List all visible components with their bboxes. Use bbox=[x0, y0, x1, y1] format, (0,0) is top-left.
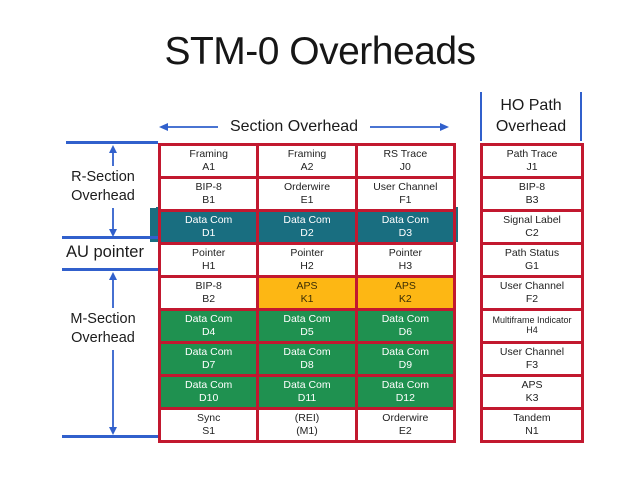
au-pointer-top-line bbox=[62, 236, 158, 239]
m-section-double-arrow-icon bbox=[109, 272, 117, 435]
au-pointer-label: AU pointer bbox=[66, 243, 144, 262]
au-pointer-bottom-line bbox=[62, 268, 158, 271]
m-section-bottom-line bbox=[62, 435, 158, 438]
cell-M1: (REI)(M1) bbox=[259, 410, 355, 440]
r-section-overhead-label: R-Section Overhead bbox=[50, 166, 156, 209]
ho-path-overhead-header: HO Path Overhead bbox=[480, 92, 582, 141]
ho-path-label-line1: HO Path bbox=[500, 97, 562, 115]
r-section-top-line bbox=[66, 141, 158, 144]
ho-path-label-line2: Overhead bbox=[495, 117, 567, 135]
page-title: STM-0 Overheads bbox=[164, 30, 476, 73]
section-overhead-header: Section Overhead bbox=[158, 114, 450, 140]
arrow-right-icon bbox=[370, 123, 449, 131]
arrow-left-icon bbox=[159, 123, 218, 131]
m-section-overhead-label: M-Section Overhead bbox=[50, 308, 156, 351]
section-overhead-label: Section Overhead bbox=[229, 118, 359, 135]
